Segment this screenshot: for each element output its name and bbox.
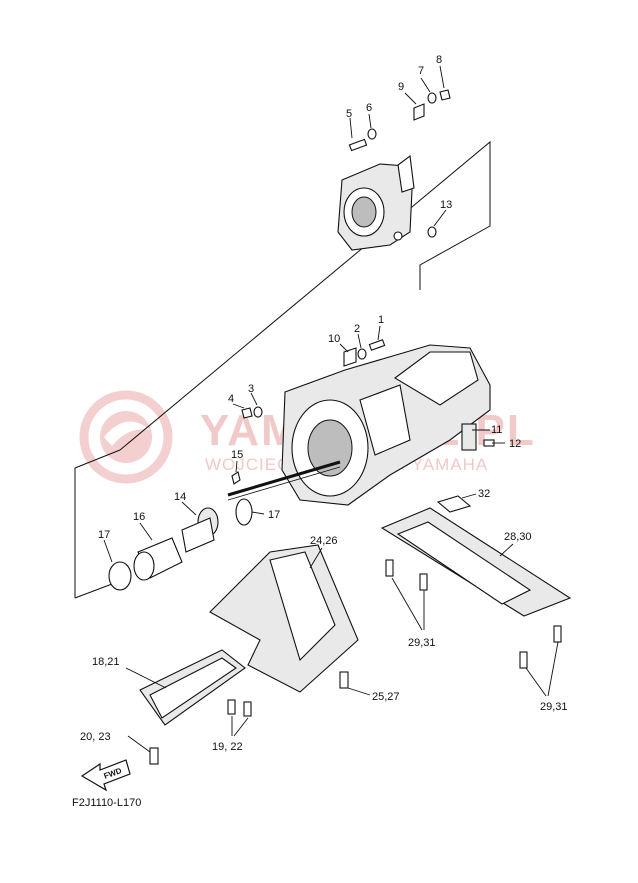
- washer-6: [367, 128, 377, 140]
- callout-12: 12: [509, 438, 521, 450]
- collar-14: [181, 517, 215, 553]
- callout-25-27: 25,27: [372, 691, 400, 703]
- intake-duct-inner: [269, 551, 336, 662]
- plate-32: [436, 495, 472, 513]
- plate-32-group: [436, 495, 472, 513]
- washer-13: [427, 226, 437, 238]
- drive-shaft: [227, 460, 341, 501]
- watermark-logo-swoosh: [104, 421, 150, 446]
- screw-15: [231, 471, 241, 485]
- figure-code: F2J1110-L170: [72, 797, 141, 809]
- jet-unit: [281, 344, 491, 506]
- callout-4: 4: [228, 393, 234, 405]
- bolt-22: [243, 701, 252, 717]
- watermark-logo: [79, 390, 173, 484]
- callout-17a: 17: [268, 509, 280, 521]
- callout-17b: 17: [98, 529, 110, 541]
- pad-11: [461, 423, 477, 451]
- bolt-19: [227, 699, 236, 715]
- bolt-29b: [419, 573, 428, 591]
- callout-11: 11: [491, 424, 502, 436]
- bolt-20-23: [149, 747, 159, 765]
- fwd-arrow-shape: [80, 759, 131, 792]
- jet-unit-nozzle: [394, 351, 479, 406]
- bearing-housing: [337, 154, 415, 251]
- nut-4: [241, 407, 253, 419]
- nut-8: [439, 89, 451, 101]
- jet-unit-impeller: [307, 419, 353, 477]
- callout-2: 2: [354, 323, 360, 335]
- drive-shaft-line: [227, 460, 341, 497]
- callout-14: 14: [174, 491, 186, 503]
- callout-5: 5: [346, 108, 352, 120]
- plate-10: [343, 347, 357, 367]
- bolt-29c: [519, 651, 528, 669]
- drive-shaft-edge: [227, 466, 341, 501]
- jet-unit-stator: [359, 384, 411, 456]
- washer-3: [253, 406, 263, 418]
- callout-29-31b: 29,31: [540, 701, 568, 713]
- clamp-17b: [108, 561, 132, 591]
- clamp-17a: [235, 498, 253, 526]
- callout-16: 16: [133, 511, 145, 523]
- callout-32: 32: [478, 488, 490, 500]
- callout-1: 1: [378, 314, 384, 326]
- bottom-plate: [380, 507, 572, 617]
- callouts: 1 2 3 4 5 6 7 8 9 10 11 12 13 14 15 16 1…: [80, 54, 568, 753]
- callout-29-31a: 29,31: [408, 637, 436, 649]
- bolt-1: [368, 339, 386, 351]
- callout-20-23: 20, 23: [80, 731, 111, 743]
- bottom-plate-bolts: [385, 559, 562, 669]
- grate-18-21-slots: [149, 657, 237, 719]
- callout-9: 9: [398, 81, 404, 93]
- callout-18-21: 18,21: [92, 656, 120, 668]
- callout-24-26: 24,26: [310, 535, 338, 547]
- callout-10: 10: [328, 333, 340, 345]
- callout-15: 15: [231, 449, 243, 461]
- bolt-25-27: [339, 671, 349, 689]
- grate: [139, 649, 252, 765]
- bolt-29a: [385, 559, 394, 577]
- boot-16-end: [133, 551, 155, 581]
- callout-7: 7: [418, 65, 424, 77]
- callout-6: 6: [366, 102, 372, 114]
- intake-duct-24-26: [209, 544, 359, 693]
- callout-13: 13: [440, 199, 452, 211]
- plate-9: [413, 103, 425, 121]
- intake-duct: [209, 544, 359, 693]
- washer-7: [427, 92, 437, 104]
- bearing-housing-ear: [397, 154, 415, 193]
- bearing-housing-seal: [351, 196, 377, 228]
- bolt-5: [348, 138, 368, 152]
- bottom-plate-rib: [396, 521, 532, 605]
- washer-2: [357, 348, 367, 360]
- bearing-housing-stud: [393, 231, 403, 241]
- upper-hardware: [348, 89, 451, 238]
- leader-lines: [103, 65, 559, 753]
- callout-28-30: 28,30: [504, 531, 532, 543]
- callout-19-22: 19, 22: [212, 741, 243, 753]
- frame-line-lower: [74, 583, 113, 599]
- jet-hardware: [241, 339, 495, 451]
- callout-3: 3: [248, 383, 254, 395]
- coupling-parts: [108, 471, 253, 591]
- fwd-arrow: FWD: [80, 759, 131, 792]
- bolt-29d: [553, 625, 562, 643]
- callout-8: 8: [436, 54, 442, 66]
